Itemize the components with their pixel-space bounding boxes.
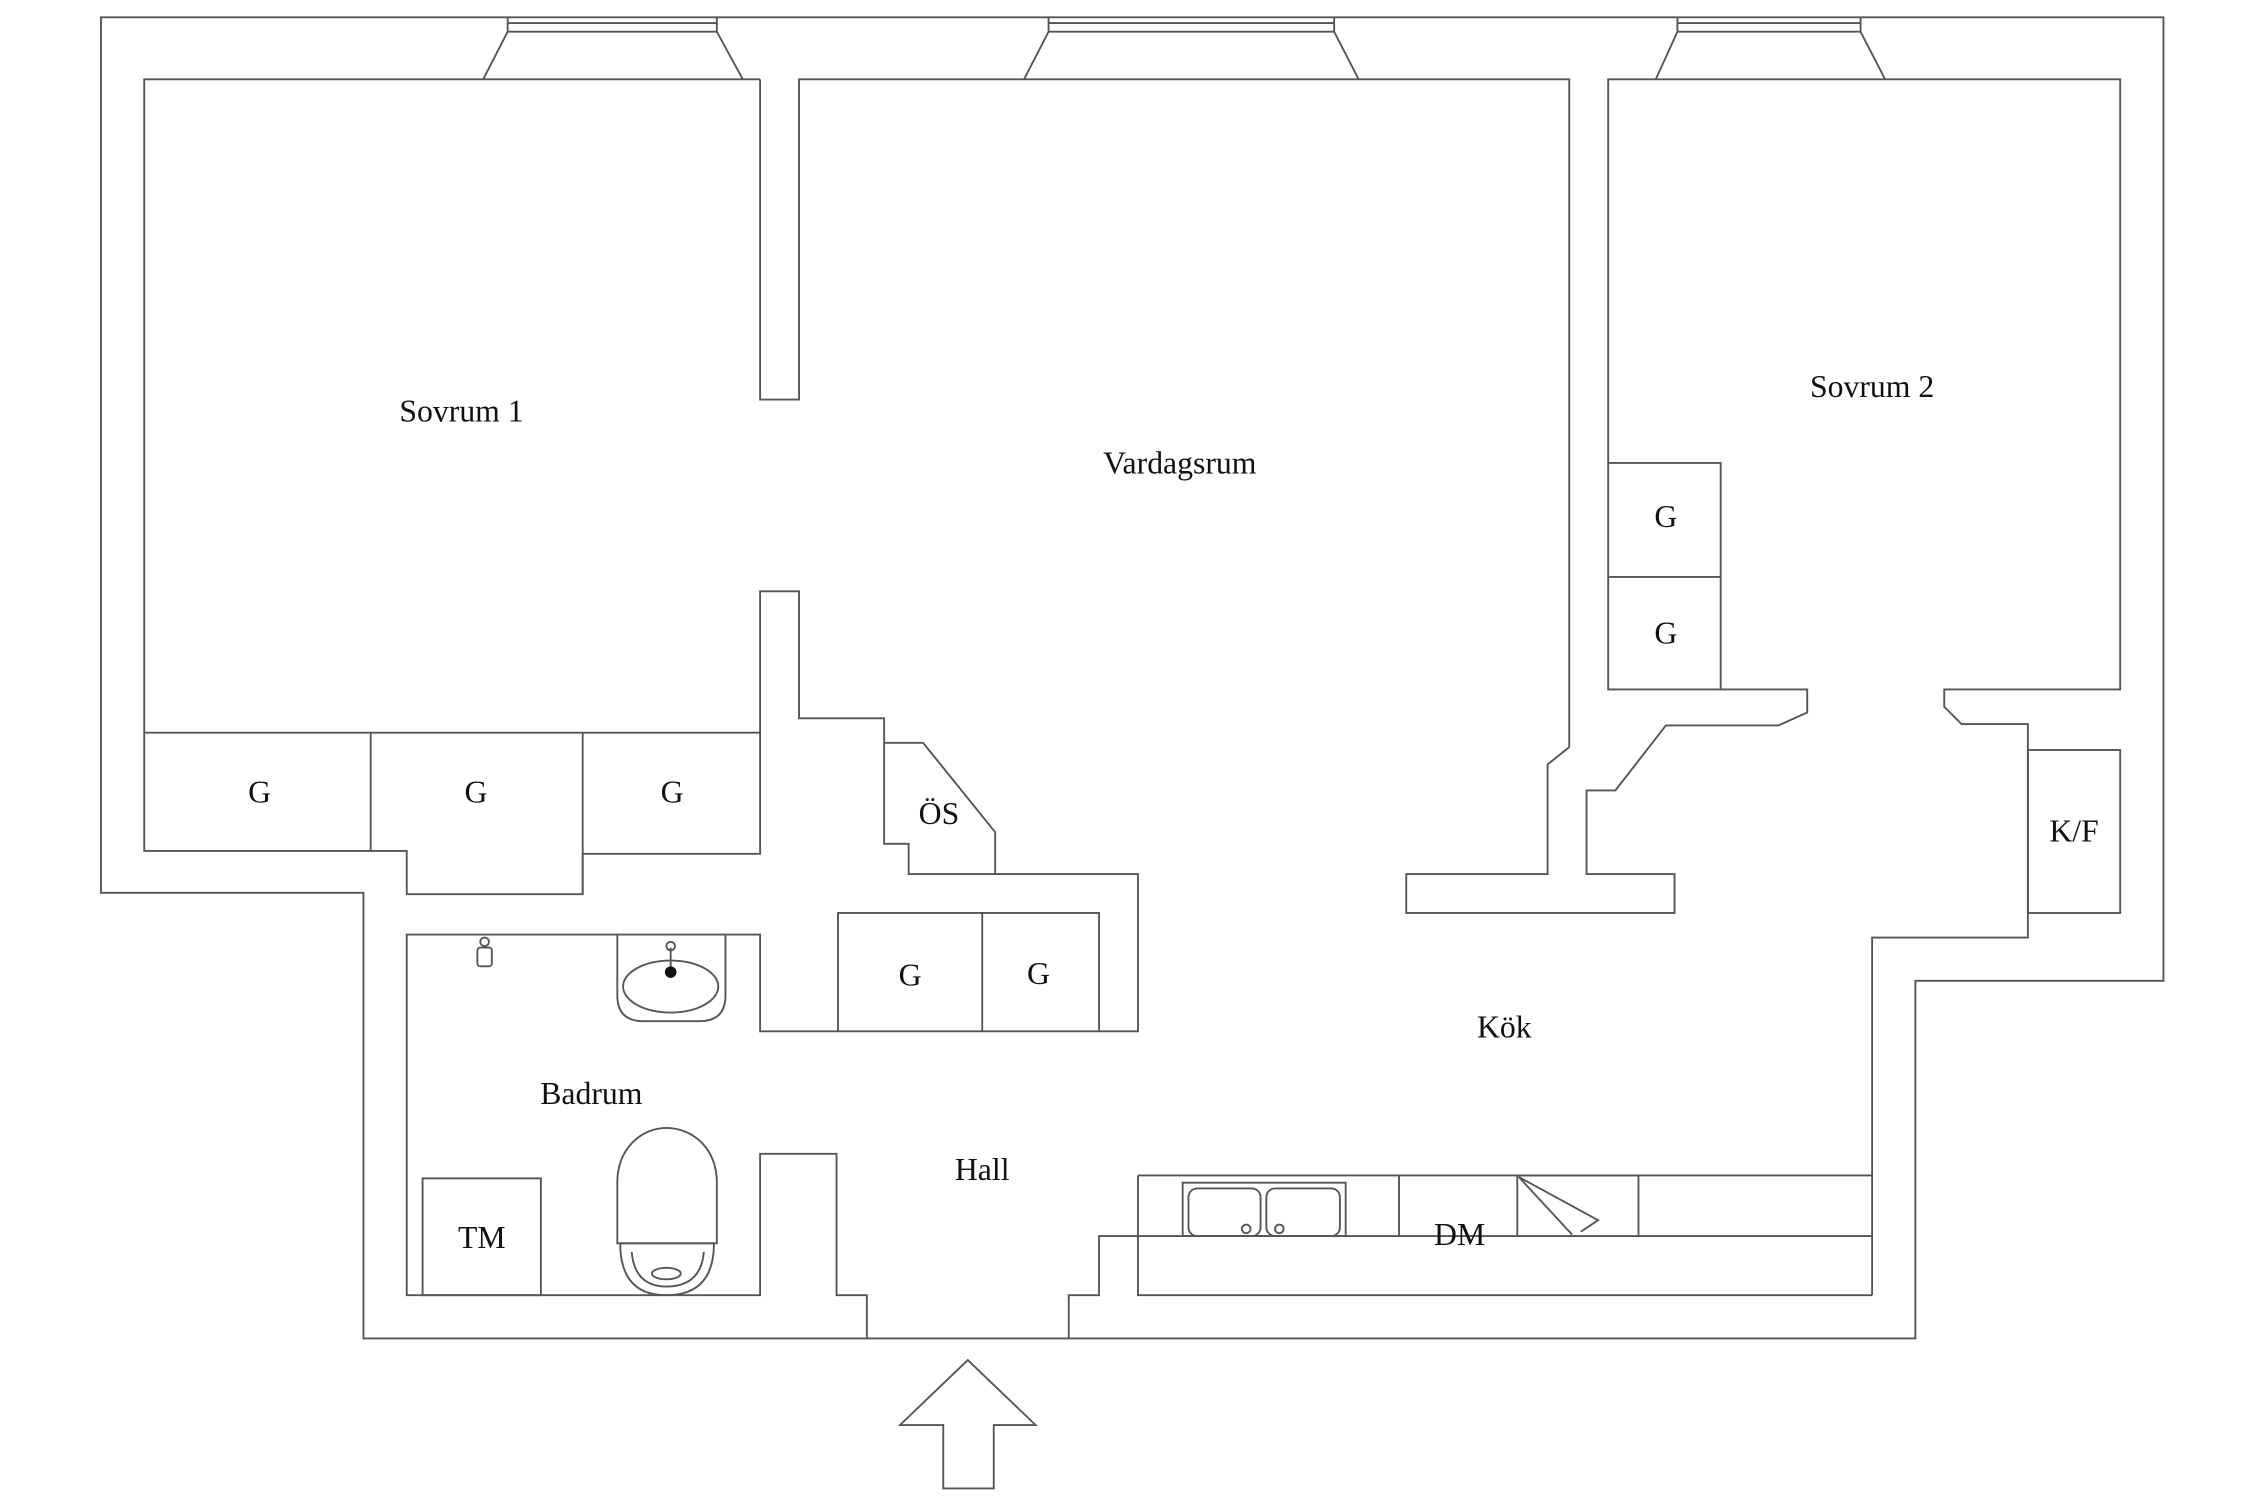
room-label-kok: Kök: [1477, 1009, 1532, 1044]
washbasin-icon: [616, 934, 727, 1023]
tm-box: [421, 1177, 542, 1297]
room-label-vardagsrum: Vardagsrum: [1103, 445, 1257, 480]
os-label: ÖS: [919, 796, 960, 831]
os-closet: [884, 741, 997, 875]
kf-box: [2026, 749, 2122, 914]
closet-label: G: [1654, 499, 1677, 534]
tm-label: TM: [458, 1220, 506, 1255]
closet-label: G: [248, 774, 271, 809]
dm-appliance: [1516, 1174, 1640, 1237]
hall-closets: [837, 912, 1100, 1032]
closet-label: G: [1027, 956, 1050, 991]
window-icon: [1023, 17, 1360, 80]
closet-label: G: [899, 957, 922, 992]
sovrum2-closets: [1608, 462, 1722, 690]
closet-label: G: [465, 774, 488, 809]
room-label-hall: Hall: [955, 1152, 1010, 1187]
window-icon: [1654, 17, 1886, 80]
sovrum1-closets: [144, 731, 761, 895]
room-label-sovrum-2: Sovrum 2: [1810, 369, 1934, 404]
kitchen-counter: [1137, 1174, 1873, 1297]
entrance-arrow-icon: [897, 1358, 1038, 1490]
dm-label: DM: [1434, 1217, 1485, 1252]
room-label-badrum: Badrum: [540, 1076, 643, 1111]
kitchen-sink-icon: [1181, 1181, 1347, 1237]
toilet-icon: [616, 1126, 718, 1297]
window-icon: [482, 17, 744, 80]
kf-label: K/F: [2049, 813, 2098, 848]
closet-label: G: [661, 774, 684, 809]
inner-wall-east: [759, 78, 2122, 1296]
room-label-sovrum-1: Sovrum 1: [399, 394, 523, 429]
shower-icon: [476, 936, 493, 968]
closet-label: G: [1654, 616, 1677, 651]
inner-wall-west: [143, 78, 1139, 1339]
hall-wall: [1067, 1235, 1138, 1339]
outer-wall: [100, 16, 2165, 1340]
